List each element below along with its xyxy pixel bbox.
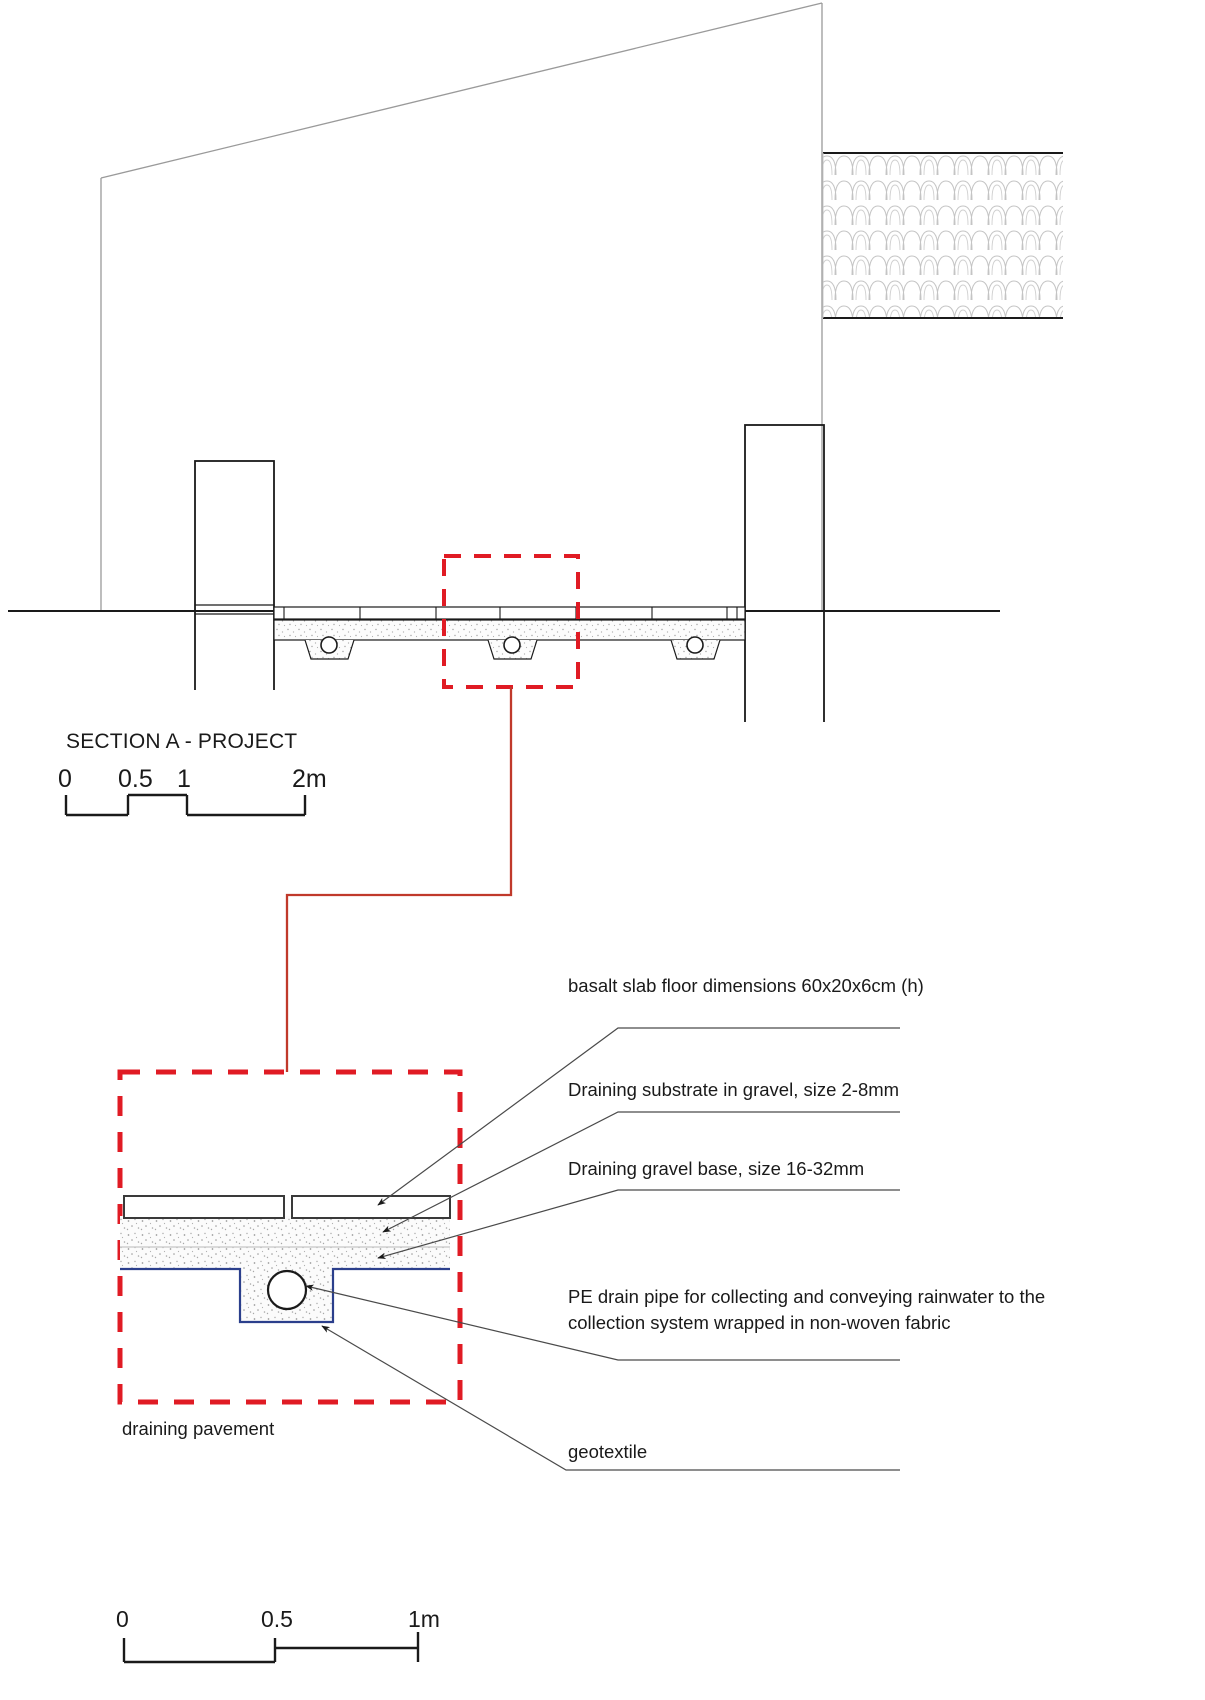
left-pier bbox=[194, 460, 275, 690]
drain-pipe bbox=[503, 636, 521, 654]
drain-trench bbox=[487, 636, 538, 660]
leader-geotextile bbox=[321, 1325, 900, 1471]
annotation-draining-substrate: Draining substrate in gravel, size 2-8mm bbox=[568, 1079, 900, 1100]
section-scale-bar bbox=[64, 793, 307, 817]
annotation-basalt-slab: basalt slab floor dimensions 60x20x6cm (… bbox=[568, 975, 924, 996]
drain-trench bbox=[304, 636, 355, 660]
annotation-leaders bbox=[305, 1027, 900, 1471]
section-title: SECTION A - PROJECT bbox=[66, 730, 298, 753]
detail-callout-box bbox=[117, 1069, 463, 1405]
leader-basalt-slab bbox=[377, 1027, 900, 1206]
building-outline bbox=[100, 2, 823, 612]
paving-assembly bbox=[195, 604, 746, 641]
leader-substrate bbox=[382, 1111, 900, 1233]
right-pier bbox=[744, 424, 825, 722]
section-a-geometry bbox=[8, 2, 1063, 1072]
pipe-trench bbox=[120, 1267, 450, 1324]
drain-trench-group bbox=[304, 636, 721, 660]
detail-scale-bar bbox=[122, 1632, 420, 1664]
drain-trench bbox=[670, 636, 721, 660]
leader-pe-pipe bbox=[305, 1284, 900, 1361]
section-scale-tick-1: 1 bbox=[177, 765, 191, 793]
detail-scale-tick-0: 0 bbox=[116, 1606, 129, 1632]
detail-scale-tick-0-5: 0.5 bbox=[261, 1606, 293, 1632]
detail-geometry bbox=[117, 1027, 900, 1471]
leader-gravel-base bbox=[377, 1189, 900, 1260]
pe-drain-pipe-circle bbox=[266, 1269, 308, 1311]
drain-pipe bbox=[686, 636, 704, 654]
basalt-slabs bbox=[123, 1195, 451, 1219]
gravel-base-layer bbox=[120, 1247, 450, 1269]
annotation-pe-drain-pipe-line2: collection system wrapped in non-woven f… bbox=[568, 1312, 951, 1333]
drain-pipe bbox=[320, 636, 338, 654]
annotation-geotextile: geotextile bbox=[568, 1441, 648, 1462]
annotation-draining-gravel-base: Draining gravel base, size 16-32mm bbox=[568, 1158, 865, 1179]
detail-scale-tick-1m: 1m bbox=[408, 1606, 440, 1632]
substrate-layer bbox=[120, 1216, 450, 1247]
detail-caption: draining pavement bbox=[122, 1418, 275, 1439]
detail-leader-line bbox=[285, 687, 513, 1072]
section-scale-tick-2m: 2m bbox=[292, 765, 327, 793]
geotextile-line bbox=[120, 1267, 450, 1324]
annotation-pe-drain-pipe-line1: PE drain pipe for collecting and conveyi… bbox=[568, 1286, 1046, 1307]
roof-tile-panel bbox=[822, 152, 1063, 319]
section-scale-tick-0-5: 0.5 bbox=[118, 765, 153, 793]
section-scale-tick-0: 0 bbox=[58, 765, 72, 793]
